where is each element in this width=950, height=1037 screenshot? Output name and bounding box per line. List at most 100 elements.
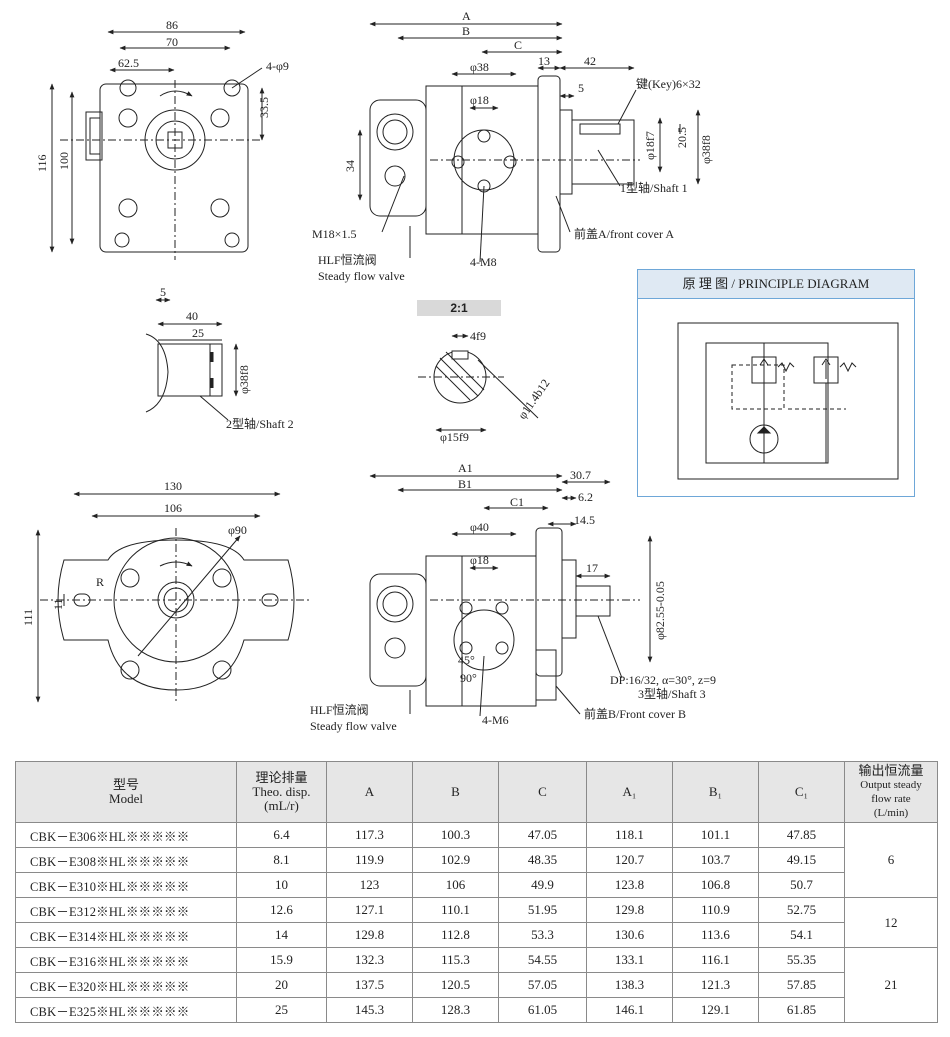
cell-c1: 52.75 <box>758 897 845 923</box>
view-top-left <box>49 29 265 260</box>
table-row: CBK－E320※HL※※※※※ 20 137.5 120.5 57.05 13… <box>15 972 938 998</box>
dim-phi11-4b12: φ11.4b12 <box>515 376 553 421</box>
cell-a: 117.3 <box>326 822 413 848</box>
dim-45deg: 45° <box>458 653 475 667</box>
front-cover-a-label: 前盖A/front cover A <box>574 226 674 241</box>
shaft1-label: 1型轴/Shaft 1 <box>620 180 688 195</box>
dim-phi38f8: φ38f8 <box>699 135 713 164</box>
cell-flow-group: 21 <box>844 947 938 1023</box>
dim-phi40: φ40 <box>470 520 489 534</box>
cell-disp: 6.4 <box>236 822 327 848</box>
cell-b1: 103.7 <box>672 847 759 873</box>
cell-model: CBK－E312※HL※※※※※ <box>15 897 237 923</box>
dim-13: 13 <box>538 54 550 68</box>
dim-A1: A1 <box>458 461 473 475</box>
cell-model: CBK－E314※HL※※※※※ <box>15 922 237 948</box>
dim-34: 34 <box>343 160 357 172</box>
cell-disp: 10 <box>236 872 327 898</box>
dim-40: 40 <box>186 309 198 323</box>
cell-a: 129.8 <box>326 922 413 948</box>
dim-11: 11 <box>51 598 65 610</box>
dim-phi90: φ90 <box>228 523 247 537</box>
cell-c: 61.05 <box>498 997 587 1023</box>
header-model-en: Model <box>109 791 143 806</box>
shaft2-label: 2型轴/Shaft 2 <box>226 416 294 431</box>
technical-drawing: 86 70 62.5 4-φ9 33.5 116 100 <box>21 9 716 733</box>
cell-b: 106 <box>412 872 499 898</box>
cell-a: 145.3 <box>326 997 413 1023</box>
view-shaft2 <box>145 297 239 421</box>
header-c1: C₁ <box>758 761 845 823</box>
dim-14-5: 14.5 <box>574 513 595 527</box>
header-disp: 理论排量 Theo. disp. (mL/r) <box>236 761 327 823</box>
header-c: C <box>498 761 587 823</box>
view-bottom-left-labels: 130 106 φ90 R 11 111 <box>21 479 247 626</box>
header-b: B <box>412 761 499 823</box>
cell-b: 102.9 <box>412 847 499 873</box>
dim-B: B <box>462 24 470 38</box>
header-flow-unit: (L/min) <box>873 807 909 819</box>
dim-116: 116 <box>35 154 49 172</box>
header-a: A <box>326 761 413 823</box>
cell-a1: 138.3 <box>586 972 673 998</box>
table-row: CBK－E306※HL※※※※※ 6.4 117.3 100.3 47.05 1… <box>15 822 938 898</box>
dim-30-7: 30.7 <box>570 468 591 482</box>
bolts-label-m6: 4-M6 <box>482 713 509 727</box>
cell-b: 128.3 <box>412 997 499 1023</box>
valve-label-cn: HLF恒流阀 <box>310 703 369 717</box>
dim-6-2: 6.2 <box>578 490 593 504</box>
cell-c: 54.55 <box>498 947 587 973</box>
dim-A: A <box>462 9 471 23</box>
dim-B1: B1 <box>458 477 472 491</box>
dim-86: 86 <box>166 18 178 32</box>
view-top-left-labels: 86 70 62.5 4-φ9 33.5 116 100 <box>35 18 289 172</box>
cell-b1: 113.6 <box>672 922 759 948</box>
cell-c1: 50.7 <box>758 872 845 898</box>
cell-disp: 25 <box>236 997 327 1023</box>
dim-phi18: φ18 <box>470 93 489 107</box>
cell-c1: 47.85 <box>758 822 845 848</box>
cell-c: 57.05 <box>498 972 587 998</box>
table-row: CBK－E308※HL※※※※※ 8.1 119.9 102.9 48.35 1… <box>15 847 938 873</box>
dim-R: R <box>96 575 104 589</box>
cell-b: 110.1 <box>412 897 499 923</box>
cell-flow-group: 12 <box>844 897 938 948</box>
cell-c: 51.95 <box>498 897 587 923</box>
cell-a: 123 <box>326 872 413 898</box>
cell-c1: 49.15 <box>758 847 845 873</box>
bolts-label-m8: 4-M8 <box>470 255 497 269</box>
cell-c: 48.35 <box>498 847 587 873</box>
dim-phi15f9: φ15f9 <box>440 430 469 444</box>
dim-100: 100 <box>57 152 71 170</box>
table-row: CBK－E325※HL※※※※※ 25 145.3 128.3 61.05 14… <box>15 997 938 1023</box>
header-flow-cn: 输出恒流量 <box>858 763 924 778</box>
dim-90deg: 90° <box>460 671 477 685</box>
spline-label: DP:16/32, α=30°, z=9 <box>610 673 716 687</box>
header-flow: 输出恒流量 Output steady flow rate (L/min) <box>844 761 938 823</box>
cell-b: 100.3 <box>412 822 499 848</box>
dim-25: 25 <box>192 326 204 340</box>
dim-130: 130 <box>164 479 182 493</box>
view-shaft2-labels: 5 40 25 φ38f8 2型轴/Shaft 2 <box>160 285 294 431</box>
cell-c1: 55.35 <box>758 947 845 973</box>
cell-a1: 123.8 <box>586 872 673 898</box>
dim-C: C <box>514 38 522 52</box>
cell-a: 119.9 <box>326 847 413 873</box>
scale-badge: 2:1 <box>417 300 501 316</box>
dim-62-5: 62.5 <box>118 56 139 70</box>
cell-model: CBK－E325※HL※※※※※ <box>15 997 237 1023</box>
header-disp-cn: 理论排量 <box>255 770 308 785</box>
principle-diagram-title: 原 理 图 / PRINCIPLE DIAGRAM <box>638 270 914 299</box>
cell-disp: 14 <box>236 922 327 948</box>
cell-b1: 116.1 <box>672 947 759 973</box>
dim-phi38f8: φ38f8 <box>237 365 251 394</box>
view-spline-detail <box>418 333 539 433</box>
key-label: 键(Key)6×32 <box>636 77 701 91</box>
cell-a1: 118.1 <box>586 822 673 848</box>
view-top-middle-labels: A B C 13 42 φ38 φ18 5 34 20.5 φ18f7 φ38f… <box>312 9 713 283</box>
header-disp-unit: (mL/r) <box>264 798 299 813</box>
view-bottom-right <box>369 473 653 717</box>
cell-disp: 8.1 <box>236 847 327 873</box>
dim-phi82-55: φ82.55-0.05 <box>653 581 667 640</box>
dim-phi38: φ38 <box>470 60 489 74</box>
